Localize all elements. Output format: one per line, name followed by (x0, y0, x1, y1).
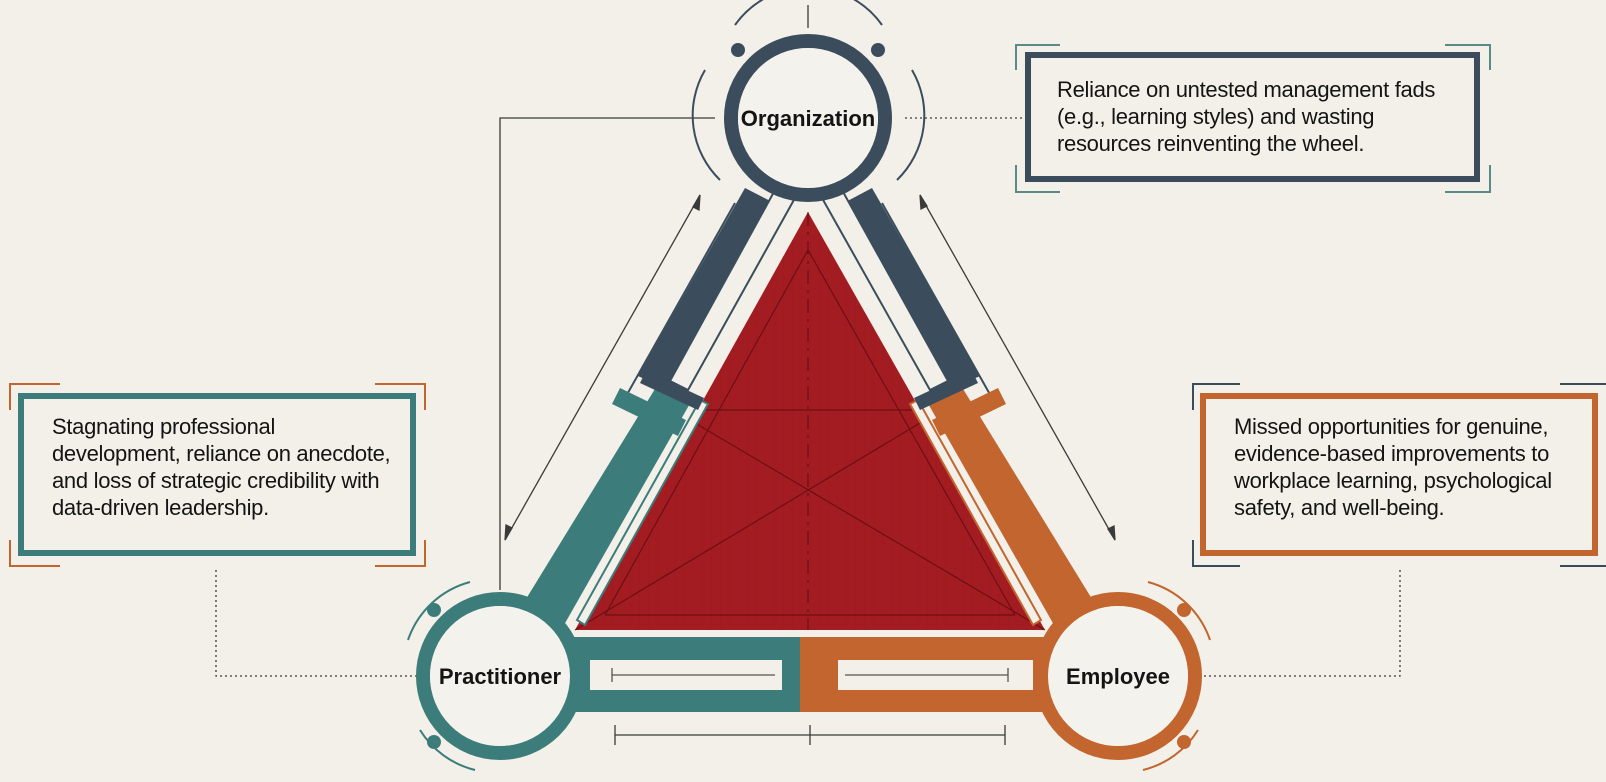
employee-label: Employee (1066, 664, 1170, 689)
dimension-lines (215, 5, 1401, 745)
center-triangle (574, 212, 1046, 631)
practitioner-callout-text: Stagnating professional development, rel… (52, 414, 391, 520)
organization-label: Organization (741, 106, 875, 131)
organization-node: Organization (691, 0, 926, 202)
employee-node: Employee (1034, 581, 1211, 771)
side-practitioner-employee (560, 637, 1062, 712)
callout-brackets (9, 44, 1606, 567)
practitioner-label: Practitioner (439, 664, 562, 689)
organization-callout-box: Reliance on untested management fads (e.… (1025, 52, 1480, 182)
employee-callout-text: Missed opportunities for genuine, eviden… (1234, 414, 1552, 520)
side-org-employee (820, 188, 1100, 632)
side-org-practitioner (518, 188, 797, 632)
practitioner-callout-box: Stagnating professional development, rel… (18, 393, 416, 556)
organization-callout-text: Reliance on untested management fads (e.… (1057, 77, 1436, 156)
practitioner-node: Practitioner (407, 581, 584, 771)
employee-callout-box: Missed opportunities for genuine, eviden… (1200, 393, 1598, 556)
